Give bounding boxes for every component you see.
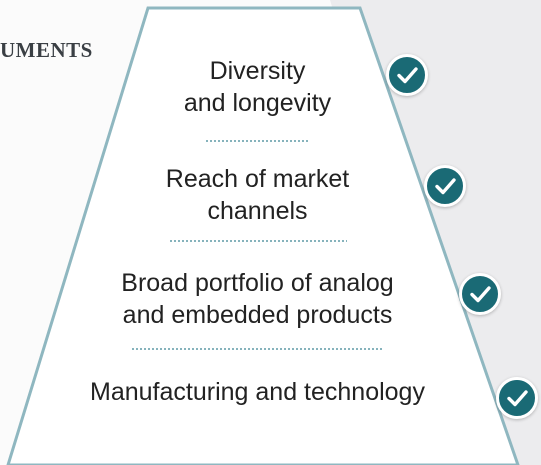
trapezoid-outline (6, 6, 520, 465)
item-label-line2: and longevity (183, 89, 332, 117)
item-label-line1: Broad portfolio of analog (121, 269, 394, 297)
item-label-line1: Diversity (209, 57, 306, 85)
item-label-line1: Reach of market (165, 165, 350, 193)
check-icon (386, 54, 428, 96)
item-label-line2: and embedded products (122, 301, 393, 329)
item-diversity: Diversity and longevity (150, 55, 365, 119)
item-label-line2: channels (207, 197, 308, 225)
item-manufacturing: Manufacturing and technology (45, 376, 470, 408)
item-market-reach: Reach of market channels (140, 163, 375, 227)
item-broad-portfolio: Broad portfolio of analog and embedded p… (80, 267, 435, 331)
check-icon (459, 273, 501, 315)
check-icon (424, 165, 466, 207)
section-heading: UMENTS (0, 38, 93, 62)
check-icon (496, 377, 538, 419)
item-label-line1: Manufacturing and technology (90, 378, 425, 406)
